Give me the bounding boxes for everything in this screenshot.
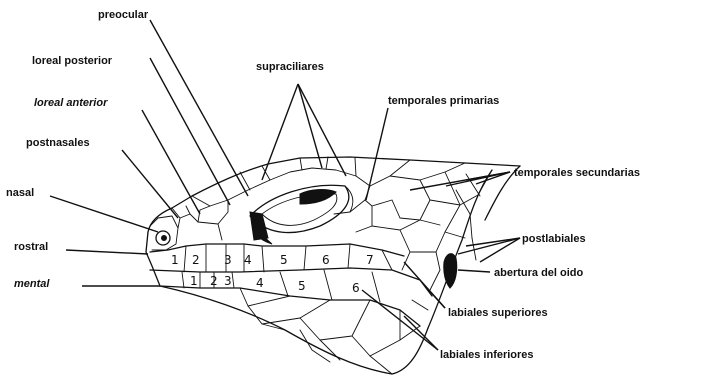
label-temporales-secundarias: temporales secundarias bbox=[514, 167, 640, 179]
lower-labial-number: 3 bbox=[224, 274, 232, 288]
lower-labial-numbers: 1 2 3 4 5 6 bbox=[190, 274, 360, 295]
head-outline bbox=[146, 157, 520, 374]
label-loreal-posterior: loreal posterior bbox=[32, 55, 113, 67]
lower-labial-number: 6 bbox=[352, 281, 360, 295]
label-nasal: nasal bbox=[6, 187, 34, 199]
lower-labial-number: 4 bbox=[256, 276, 264, 290]
lower-labial-row bbox=[160, 270, 428, 374]
upper-labial-number: 2 bbox=[192, 253, 200, 267]
label-postnasales: postnasales bbox=[26, 137, 90, 149]
upper-labial-number: 3 bbox=[224, 253, 232, 267]
lower-labial-number: 5 bbox=[298, 279, 306, 293]
label-labiales-inferiores: labiales inferiores bbox=[440, 349, 534, 361]
label-supraciliares: supraciliares bbox=[256, 61, 324, 73]
upper-labial-numbers: 1 2 3 4 5 6 7 bbox=[171, 253, 374, 267]
label-mental: mental bbox=[14, 278, 50, 290]
label-postlabiales: postlabiales bbox=[522, 233, 586, 245]
upper-labial-number: 4 bbox=[244, 253, 252, 267]
upper-labial-number: 7 bbox=[366, 253, 374, 267]
label-abertura-del-oido: abertura del oido bbox=[494, 267, 584, 279]
lower-labial-number: 1 bbox=[190, 274, 198, 288]
nasal-region bbox=[150, 200, 228, 250]
label-loreal-anterior: loreal anterior bbox=[34, 97, 108, 109]
preocular-scale-mark bbox=[250, 212, 268, 240]
label-labiales-superiores: labiales superiores bbox=[448, 307, 548, 319]
head-top-scales bbox=[192, 157, 492, 206]
upper-labial-number: 1 bbox=[171, 253, 179, 267]
upper-labial-number: 6 bbox=[322, 253, 330, 267]
label-preocular: preocular bbox=[98, 9, 149, 21]
upper-labial-number: 5 bbox=[280, 253, 288, 267]
label-temporales-primarias: temporales primarias bbox=[388, 95, 499, 107]
lower-labial-number: 2 bbox=[210, 274, 218, 288]
label-rostral: rostral bbox=[14, 241, 48, 253]
temporal-scales bbox=[350, 174, 480, 290]
